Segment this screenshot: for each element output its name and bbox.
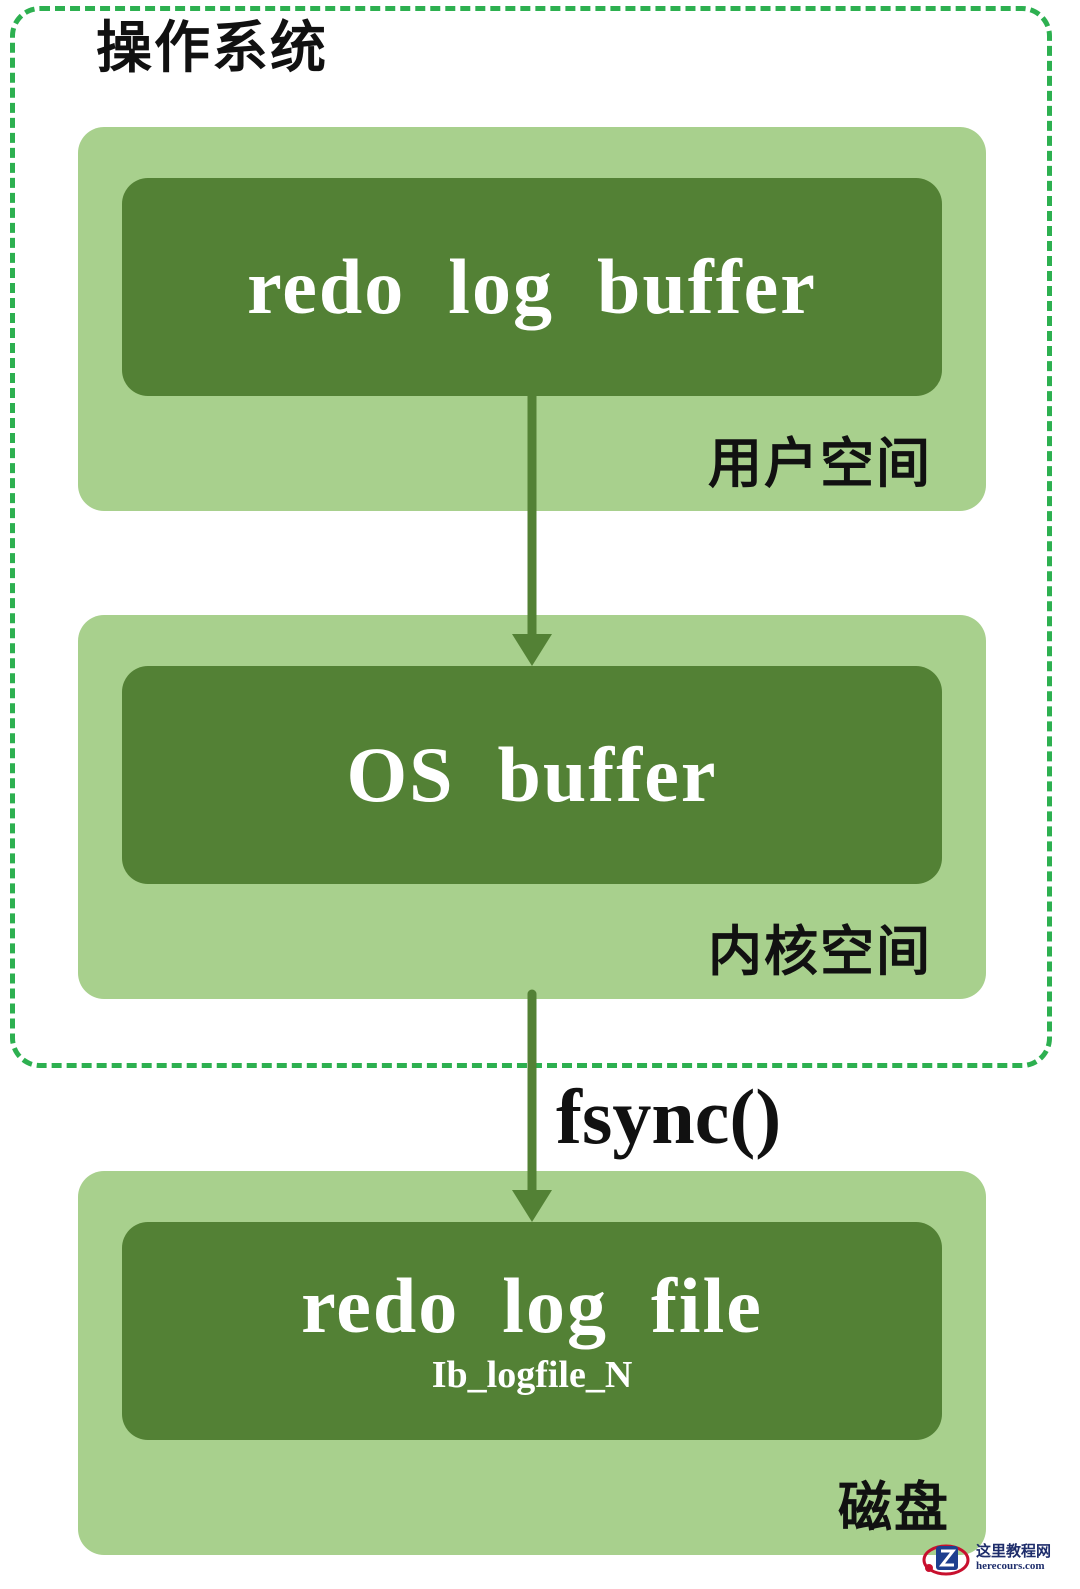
redo-log-file-label: redo log file — [301, 1262, 763, 1350]
disk-label: 磁盘 — [838, 1475, 950, 1539]
os-buffer-label: OS buffer — [346, 731, 718, 819]
redo-log-file-box: redo log file Ib_logfile_N — [122, 1222, 942, 1440]
redo-log-buffer-box: redo log buffer — [122, 178, 942, 396]
operating-system-label: 操作系统 — [96, 15, 328, 81]
watermark-en: herecours.com — [976, 1559, 1045, 1572]
user-space-label: 用户空间 — [708, 431, 932, 495]
redo-log-buffer-label: redo log buffer — [247, 243, 817, 331]
kernel-space-label: 内核空间 — [708, 919, 932, 983]
redo-log-file-name: Ib_logfile_N — [431, 1353, 633, 1396]
os-buffer-box: OS buffer — [122, 666, 942, 884]
watermark-logo-icon — [922, 1544, 970, 1575]
watermark: 这里教程网 herecours.com — [920, 1526, 1080, 1589]
watermark-cn: 这里教程网 — [976, 1542, 1052, 1561]
fsync-label: fsync() — [556, 1073, 782, 1160]
